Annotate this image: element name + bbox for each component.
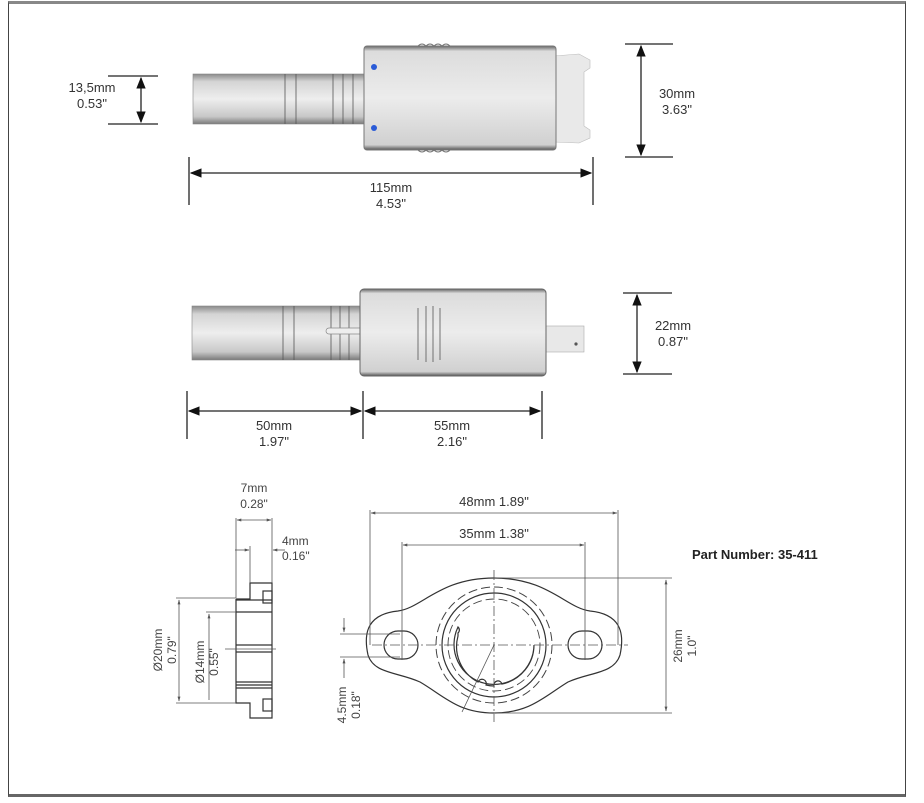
flange-step-mm: 4mm	[282, 534, 309, 548]
slot-width-mm: 4.5mm	[335, 687, 349, 724]
marker-dot-bottom	[371, 125, 377, 131]
part-number-label: Part Number: 35-411	[692, 547, 818, 562]
outer-diameter-in: 0.79"	[165, 636, 179, 664]
top-view-connector	[192, 43, 591, 153]
dim-body-length: 55mm 2.16"	[363, 391, 543, 449]
flange-side-profile: 7mm 0.28" 4mm 0.16" Ø20mm 0.79" Ø14mm 0.…	[151, 481, 310, 719]
dim-flange-height: 26mm 1.0"	[494, 577, 699, 714]
top-height-mm: 30mm	[659, 86, 695, 101]
body-length-mm: 55mm	[434, 418, 470, 433]
dim-cable-length: 50mm 1.97"	[186, 391, 364, 449]
flange-front-view	[365, 570, 628, 722]
side-height-mm: 22mm	[655, 318, 691, 333]
side-view-connector	[191, 288, 585, 377]
dim-top-height: 30mm 3.63"	[625, 43, 695, 158]
cable-diameter-in: 0.53"	[77, 96, 107, 111]
flange-width-label: 48mm 1.89"	[459, 494, 529, 509]
dim-cable-diameter: 13,5mm 0.53"	[69, 75, 158, 125]
top-height-in: 3.63"	[662, 102, 692, 117]
outer-diameter-mm: Ø20mm	[151, 629, 165, 672]
dim-hole-spacing: 35mm 1.38"	[401, 526, 586, 660]
cable-length-mm: 50mm	[256, 418, 292, 433]
flange-thickness-in: 0.28"	[240, 497, 268, 511]
inner-diameter-mm: Ø14mm	[193, 641, 207, 684]
slot-width-in: 0.18"	[349, 691, 363, 719]
total-length-in: 4.53"	[376, 196, 406, 211]
dim-slot-width: 4.5mm 0.18"	[335, 618, 400, 723]
flange-height-mm: 26mm	[671, 629, 685, 662]
body-length-in: 2.16"	[437, 434, 467, 449]
flange-height-in: 1.0"	[685, 636, 699, 657]
dim-total-length: 115mm 4.53"	[188, 157, 594, 211]
dim-flange-width: 48mm 1.89"	[369, 494, 619, 645]
cable-length-in: 1.97"	[259, 434, 289, 449]
total-length-mm: 115mm	[370, 180, 412, 195]
cable-diameter-mm: 13,5mm	[69, 80, 116, 95]
flange-step-in: 0.16"	[282, 549, 310, 563]
marker-dot-top	[371, 64, 377, 70]
side-height-in: 0.87"	[658, 334, 688, 349]
hole-spacing-label: 35mm 1.38"	[459, 526, 529, 541]
flange-thickness-mm: 7mm	[241, 481, 268, 495]
dim-side-height: 22mm 0.87"	[623, 292, 691, 375]
inner-diameter-in: 0.55"	[207, 648, 221, 676]
